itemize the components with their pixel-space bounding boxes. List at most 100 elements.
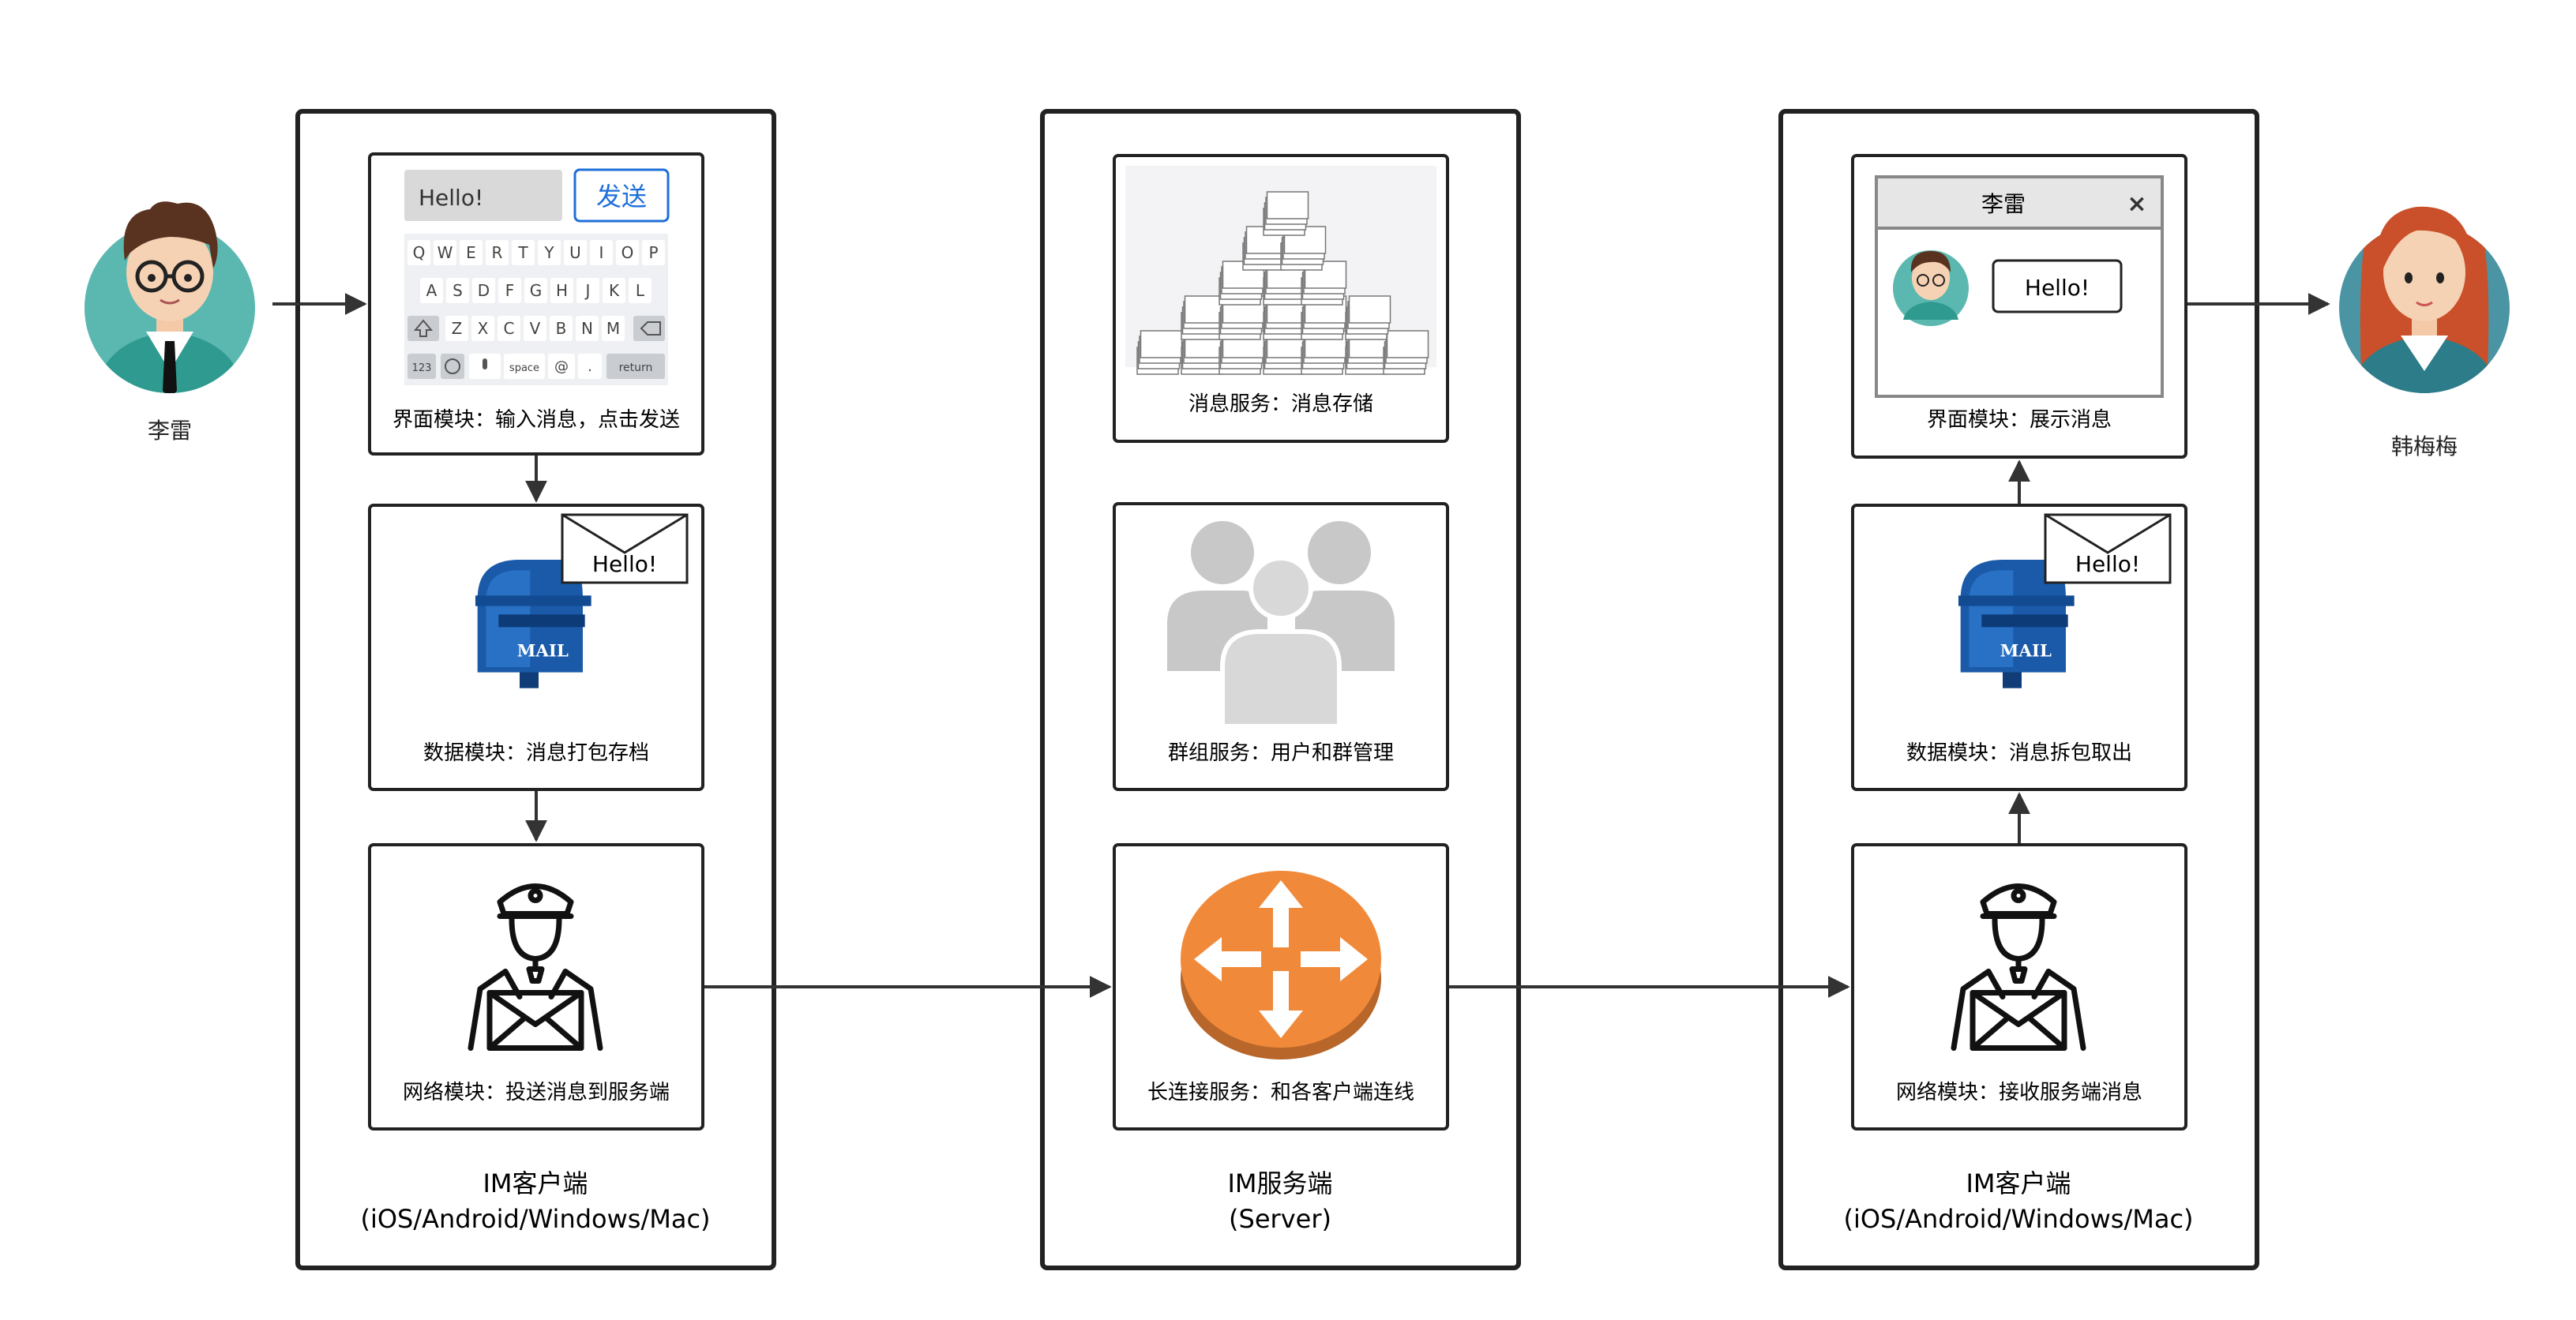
left-column-subtitle: (iOS/Android/Windows/Mac) [360, 1204, 710, 1234]
key-o-bg[interactable] [616, 240, 639, 265]
message-bubble-text: Hello! [2025, 275, 2090, 301]
right-column-subtitle: (iOS/Android/Windows/Mac) [1843, 1204, 2193, 1234]
key-h-bg[interactable] [550, 278, 573, 303]
key-v[interactable]: V [530, 319, 541, 338]
key-b-bg[interactable] [550, 316, 573, 341]
key-l[interactable]: L [636, 281, 645, 300]
key-w[interactable]: W [437, 243, 453, 262]
left-client-column [295, 109, 776, 1270]
key-c[interactable]: C [504, 319, 515, 338]
receiver-name: 韩梅梅 [2391, 433, 2458, 459]
key-l-bg[interactable] [629, 278, 652, 303]
paper-stack [1219, 330, 1265, 375]
module-data-pack: Hello! 数据模块：消息打包存档 [368, 504, 704, 791]
key-g-bg[interactable] [524, 278, 547, 303]
key-n[interactable]: N [581, 319, 593, 338]
key-v-bg[interactable] [524, 316, 546, 341]
key-f[interactable]: F [505, 281, 515, 300]
key-s-bg[interactable] [446, 278, 469, 303]
key-d[interactable]: D [478, 281, 490, 300]
key-t-bg[interactable] [512, 240, 535, 265]
module-caption: 界面模块：展示消息 [1927, 408, 2112, 432]
sender-mini-avatar [1893, 250, 1969, 326]
module-caption: 数据模块：消息拆包取出 [1906, 741, 2132, 765]
keyboard-row-4: 123 space @ . return [407, 354, 665, 379]
envelope-text: Hello! [2075, 551, 2140, 577]
close-icon[interactable]: × [2127, 190, 2146, 218]
envelope-icon [2044, 513, 2172, 584]
microphone-icon[interactable] [483, 358, 487, 369]
key-z-bg[interactable] [445, 316, 468, 341]
key-123[interactable]: 123 [412, 362, 432, 374]
key-x-bg[interactable] [471, 316, 494, 341]
key-i[interactable]: I [599, 243, 604, 262]
sender-avatar [84, 201, 255, 393]
key-h[interactable]: H [556, 281, 568, 300]
key-f-bg[interactable] [498, 278, 521, 303]
right-column-title: IM客户端 [1966, 1168, 2071, 1198]
key-i-bg[interactable] [590, 240, 613, 265]
key-t[interactable]: T [517, 243, 528, 262]
server-column-subtitle: (Server) [1229, 1204, 1331, 1234]
key-k[interactable]: K [609, 281, 620, 300]
key-m-bg[interactable] [602, 316, 625, 341]
module-data-unpack: Hello! 数据模块：消息拆包取出 [1851, 504, 2187, 791]
envelope-text: Hello! [592, 551, 657, 577]
key-e[interactable]: E [466, 243, 476, 262]
key-b[interactable]: B [556, 319, 567, 338]
key-z[interactable]: Z [452, 319, 463, 338]
key-o[interactable]: O [621, 243, 634, 262]
flow-arrows [272, 293, 2330, 998]
key-j[interactable]: J [584, 281, 591, 300]
key-return[interactable]: return [619, 362, 653, 374]
shift-icon [413, 319, 434, 337]
backspace-icon [640, 321, 661, 336]
paper-stack-icon [1136, 191, 1429, 375]
key-j-bg[interactable] [576, 278, 599, 303]
paper-stack [1383, 330, 1429, 375]
paper-stack [1345, 295, 1391, 340]
key-r-bg[interactable] [486, 240, 509, 265]
key-a[interactable]: A [426, 281, 437, 300]
key-g[interactable]: G [530, 281, 543, 300]
key-x[interactable]: X [478, 319, 489, 338]
shift-key[interactable] [407, 316, 439, 341]
key-p-bg[interactable] [642, 240, 665, 265]
paper-stack [1181, 330, 1227, 375]
key-d-bg[interactable] [472, 278, 495, 303]
message-bubble [1992, 259, 2123, 313]
key-q-bg[interactable] [407, 240, 430, 265]
key-n-bg[interactable] [576, 316, 599, 341]
key-y[interactable]: Y [543, 243, 554, 262]
module-caption: 网络模块：投送消息到服务端 [403, 1081, 670, 1104]
key-w-bg[interactable] [434, 240, 456, 265]
message-input-text: Hello! [419, 185, 483, 211]
send-button[interactable] [573, 168, 670, 223]
key-period[interactable]: . [588, 358, 592, 375]
key-m[interactable]: M [606, 319, 620, 338]
key-r[interactable]: R [492, 243, 503, 262]
key-space[interactable]: space [509, 362, 539, 374]
key-q[interactable]: Q [413, 243, 426, 262]
paper-stack [1280, 226, 1327, 271]
key-y-bg[interactable] [538, 240, 561, 265]
globe-icon[interactable] [445, 358, 460, 374]
module-group: 群组服务：用户和群管理 [1113, 502, 1449, 791]
key-a-bg[interactable] [420, 278, 443, 303]
module-caption: 消息服务：消息存储 [1188, 392, 1373, 416]
message-input[interactable] [404, 170, 562, 221]
key-at[interactable]: @ [554, 358, 569, 375]
key-e-bg[interactable] [460, 240, 483, 265]
key-u-bg[interactable] [564, 240, 587, 265]
key-p[interactable]: P [648, 243, 658, 262]
module-caption: 网络模块：接收服务端消息 [1896, 1081, 2142, 1104]
key-c-bg[interactable] [498, 316, 520, 341]
key-k-bg[interactable] [603, 278, 625, 303]
key-s[interactable]: S [452, 281, 463, 300]
key-u[interactable]: U [569, 243, 581, 262]
